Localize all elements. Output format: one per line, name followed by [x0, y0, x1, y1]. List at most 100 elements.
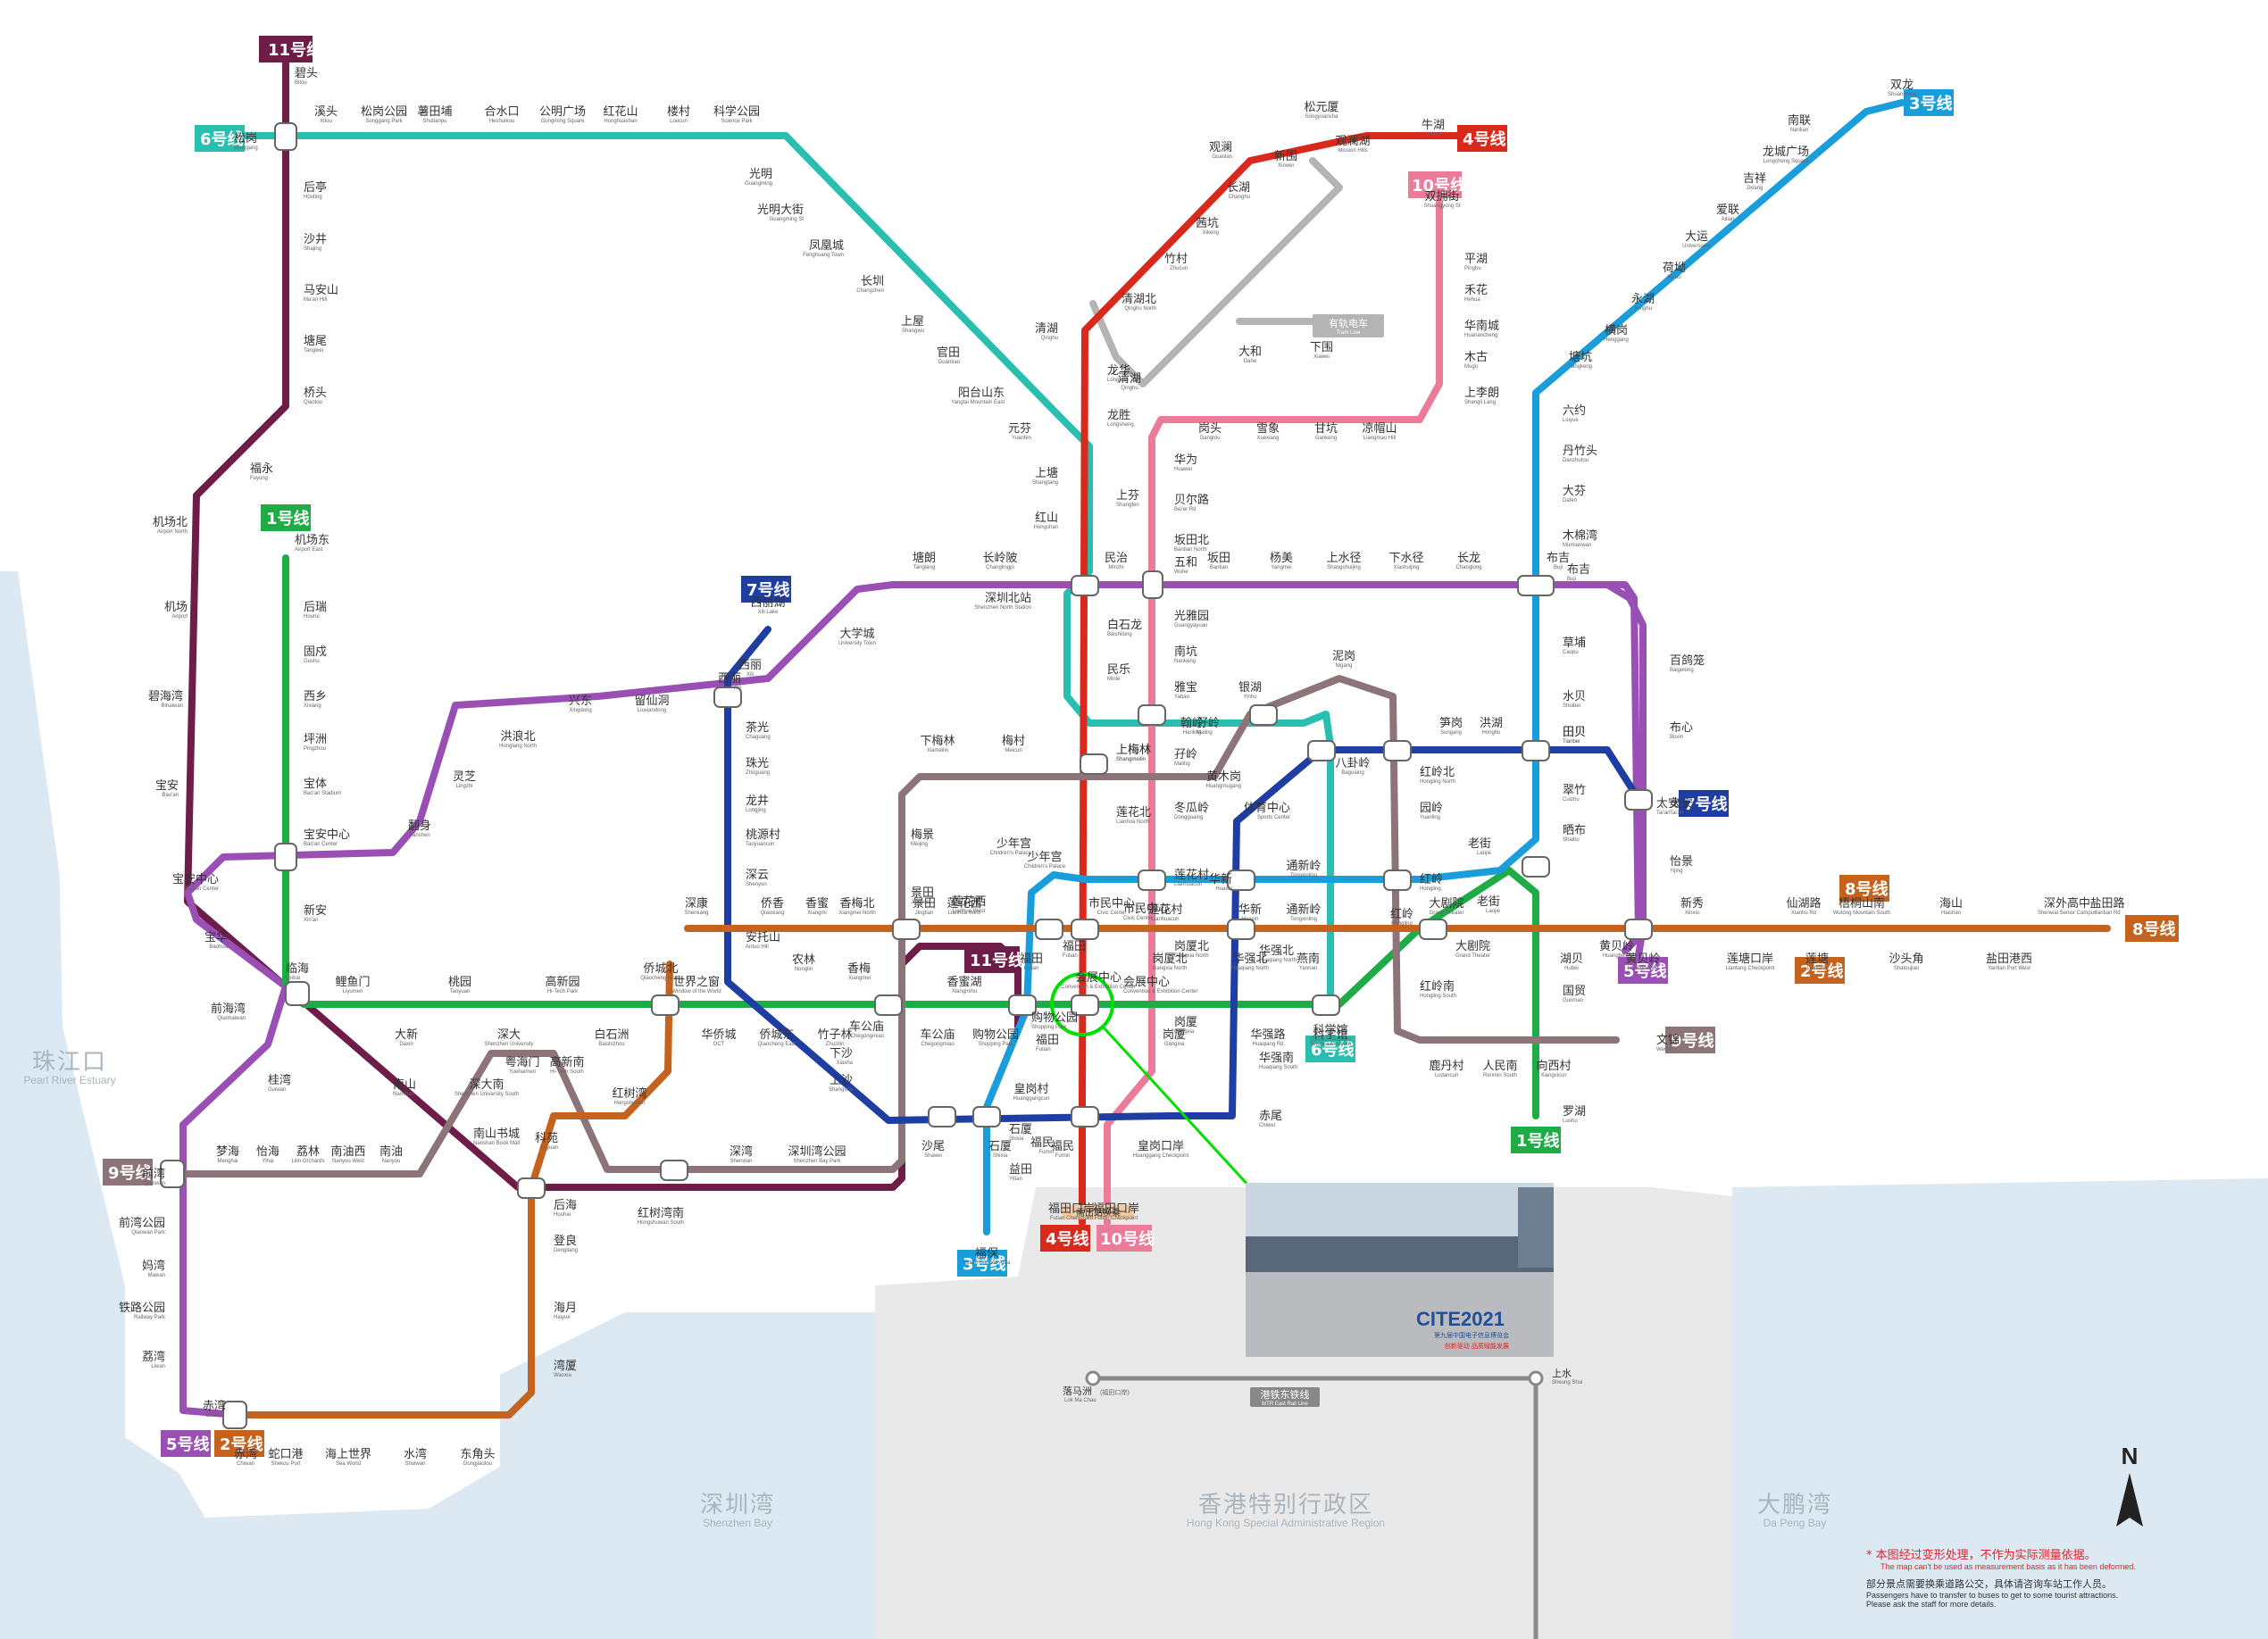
- xfer-window-world[interactable]: [651, 994, 680, 1016]
- badge-line-8-east[interactable]: 8号线: [2125, 915, 2179, 942]
- badge-line-3-south[interactable]: 3号线: [957, 1250, 1007, 1277]
- badge-line-7-top[interactable]: 7号线: [741, 576, 791, 603]
- badge-line-9-east[interactable]: 9号线: [1665, 1027, 1715, 1053]
- xfer-shixia[interactable]: [972, 1106, 1001, 1127]
- xfer-maling[interactable]: [1138, 704, 1166, 726]
- xfer-chegongmiao[interactable]: [874, 994, 903, 1016]
- xfer-tianbei[interactable]: [1522, 740, 1550, 761]
- xfer-bagualing[interactable]: [1307, 740, 1336, 761]
- xfer-futian[interactable]: [1035, 919, 1063, 940]
- xfer-laojie[interactable]: [1522, 856, 1550, 878]
- xfer-chiwan[interactable]: [222, 1401, 247, 1429]
- badge-line-11-top[interactable]: 11号线: [259, 36, 322, 62]
- xfer-huaqiang-north[interactable]: [1227, 919, 1255, 940]
- badge-line-6-left[interactable]: 6号线: [195, 125, 245, 152]
- xfer-hongshuwan-south[interactable]: [660, 1160, 688, 1181]
